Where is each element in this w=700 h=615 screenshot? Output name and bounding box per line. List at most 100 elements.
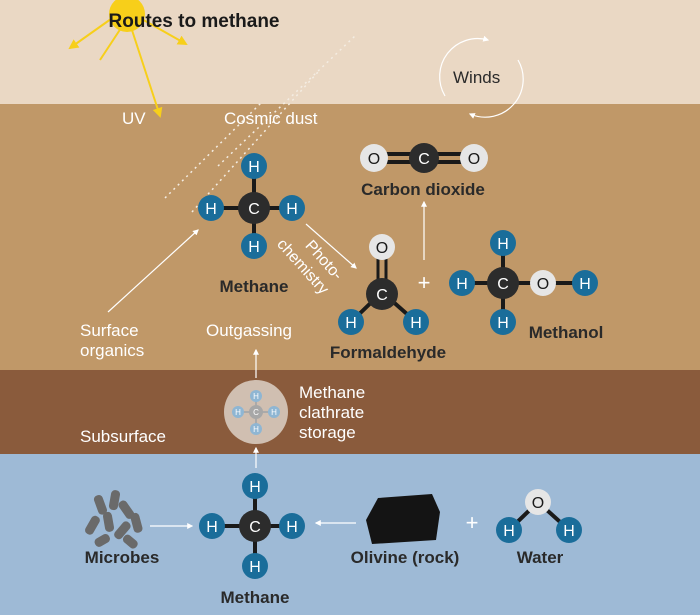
clathrate-label-3: storage <box>299 423 356 442</box>
hydrogen-atom: H <box>490 309 516 335</box>
hydrogen-atom: H <box>449 270 475 296</box>
svg-text:H: H <box>249 559 261 576</box>
cosmic-dust-label: Cosmic dust <box>224 109 318 128</box>
olivine-label: Olivine (rock) <box>351 548 460 567</box>
svg-text:H: H <box>249 479 261 496</box>
diagram-title: Routes to methane <box>108 11 279 32</box>
microbes-icon <box>84 490 143 549</box>
hydrogen-atom: H <box>241 233 267 259</box>
svg-text:C: C <box>497 276 509 293</box>
svg-text:H: H <box>345 315 357 332</box>
svg-text:H: H <box>248 239 260 256</box>
hydrogen-atom: H <box>242 553 268 579</box>
carbon-atom: C <box>366 278 398 310</box>
svg-text:C: C <box>249 519 261 536</box>
methanol-label: Methanol <box>529 323 604 342</box>
sun-icon <box>68 0 188 118</box>
water-label: Water <box>517 548 564 567</box>
hydrogen-atom: H <box>490 230 516 256</box>
hydrogen-atom: H <box>403 309 429 335</box>
methane-molecule-upper: H H H H C <box>198 153 305 259</box>
svg-text:O: O <box>468 151 480 168</box>
svg-text:H: H <box>497 236 509 253</box>
svg-text:H: H <box>579 276 591 293</box>
svg-text:C: C <box>376 287 388 304</box>
svg-text:H: H <box>410 315 422 332</box>
svg-text:H: H <box>503 523 515 540</box>
oxygen-atom: O <box>360 144 388 172</box>
clathrate-label-2: clathrate <box>299 403 364 422</box>
methanol-molecule: H H H C O H <box>449 230 598 335</box>
hydrogen-atom: H <box>250 390 262 402</box>
plus-sign-lower: + <box>466 510 479 535</box>
methane-upper-label: Methane <box>220 277 289 296</box>
svg-text:H: H <box>253 392 259 401</box>
hydrogen-atom: H <box>198 195 224 221</box>
svg-text:H: H <box>286 519 298 536</box>
winds-icon <box>439 35 524 119</box>
svg-text:C: C <box>248 201 260 218</box>
winds-label: Winds <box>453 68 500 87</box>
subsurface-layer <box>0 370 700 454</box>
carbon-atom: C <box>249 405 263 419</box>
outgassing-label: Outgassing <box>206 321 292 340</box>
arrow-surface-organics <box>107 229 199 313</box>
hydrogen-atom: H <box>268 406 280 418</box>
hydrogen-atom: H <box>496 517 522 543</box>
oxygen-atom: O <box>369 234 395 260</box>
methane-lower-label: Methane <box>221 588 290 607</box>
svg-text:H: H <box>456 276 468 293</box>
svg-text:H: H <box>271 408 277 417</box>
water-molecule: O H H <box>496 489 582 543</box>
surface-organics-label-1: Surface <box>80 321 139 340</box>
svg-text:C: C <box>253 408 259 417</box>
oxygen-atom: O <box>525 489 551 515</box>
subsurface-label: Subsurface <box>80 427 166 446</box>
olivine-rock-icon <box>366 494 440 544</box>
clathrate-icon: H H H H C <box>224 380 288 444</box>
clathrate-label-1: Methane <box>299 383 365 402</box>
hydrogen-atom: H <box>250 423 262 435</box>
svg-text:H: H <box>286 201 298 218</box>
carbon-atom: C <box>487 267 519 299</box>
svg-text:O: O <box>376 240 388 257</box>
svg-text:H: H <box>253 425 259 434</box>
svg-text:H: H <box>235 408 241 417</box>
svg-text:H: H <box>206 519 218 536</box>
svg-text:O: O <box>537 276 549 293</box>
hydrogen-atom: H <box>572 270 598 296</box>
arrow-photochemistry <box>305 223 357 269</box>
hydrogen-atom: H <box>241 153 267 179</box>
svg-text:H: H <box>497 315 509 332</box>
hydrogen-atom: H <box>199 513 225 539</box>
methane-molecule-lower: H H H H C <box>199 473 305 579</box>
oxygen-atom: O <box>460 144 488 172</box>
carbon-dioxide-molecule: O C O <box>360 143 488 173</box>
hydrogen-atom: H <box>279 195 305 221</box>
carbon-dioxide-label: Carbon dioxide <box>361 180 485 199</box>
hydrogen-atom: H <box>279 513 305 539</box>
hydrogen-atom: H <box>338 309 364 335</box>
oxygen-atom: O <box>530 270 556 296</box>
svg-text:C: C <box>418 151 430 168</box>
svg-text:H: H <box>563 523 575 540</box>
cosmic-dust-streaks <box>164 35 356 213</box>
surface-organics-label-2: organics <box>80 341 144 360</box>
formaldehyde-molecule: O C H H <box>338 234 429 335</box>
carbon-atom: C <box>239 510 271 542</box>
svg-text:O: O <box>368 151 380 168</box>
carbon-atom: C <box>409 143 439 173</box>
svg-text:H: H <box>205 201 217 218</box>
hydrogen-atom: H <box>242 473 268 499</box>
plus-sign-upper: + <box>418 270 431 295</box>
svg-text:O: O <box>532 495 544 512</box>
carbon-atom: C <box>238 192 270 224</box>
uv-label: UV <box>122 109 146 128</box>
svg-text:H: H <box>248 159 260 176</box>
hydrogen-atom: H <box>556 517 582 543</box>
hydrogen-atom: H <box>232 406 244 418</box>
formaldehyde-label: Formaldehyde <box>330 343 446 362</box>
microbes-label: Microbes <box>85 548 160 567</box>
